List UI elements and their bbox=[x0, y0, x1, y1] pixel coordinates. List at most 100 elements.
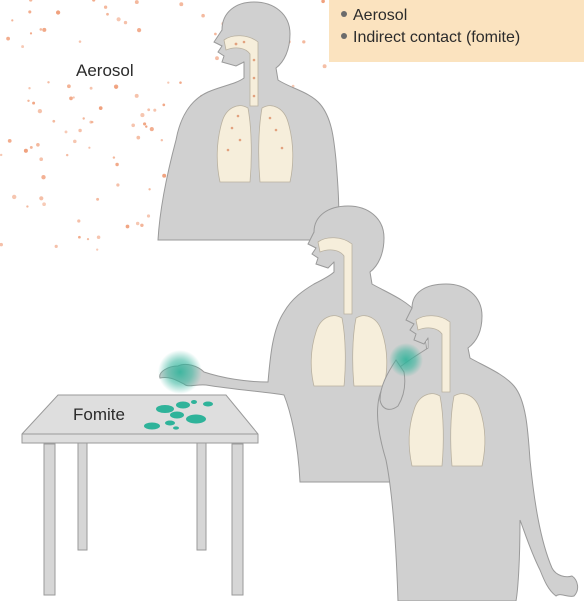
aerosol-droplet bbox=[41, 175, 45, 179]
table-leg bbox=[197, 440, 206, 550]
aerosol-droplet bbox=[69, 97, 73, 101]
aerosol-droplet bbox=[56, 10, 60, 14]
aerosol-droplet bbox=[113, 156, 115, 158]
aerosol-droplet bbox=[66, 154, 68, 156]
aerosol-droplet bbox=[99, 106, 103, 110]
aerosol-droplet bbox=[126, 225, 130, 229]
table-top bbox=[22, 395, 258, 443]
aerosol-droplet bbox=[30, 146, 33, 149]
table-leg bbox=[78, 440, 87, 550]
aerosol-droplet bbox=[27, 100, 29, 102]
aerosol-droplet bbox=[55, 245, 58, 248]
aerosol-droplet bbox=[32, 102, 35, 105]
aerosol-droplet bbox=[135, 94, 139, 98]
aerosol-droplet bbox=[83, 117, 85, 119]
aerosol-droplet bbox=[131, 124, 135, 128]
aerosol-label: Aerosol bbox=[76, 61, 134, 81]
aerosol-droplet bbox=[30, 32, 32, 34]
aerosol-droplet bbox=[78, 236, 81, 239]
aerosol-droplet bbox=[140, 113, 144, 117]
aerosol-droplet bbox=[73, 140, 77, 144]
aerosol-droplet bbox=[302, 40, 305, 43]
aerosol-droplet bbox=[79, 40, 82, 43]
aerosol-droplet bbox=[136, 136, 140, 140]
fomite-label: Fomite bbox=[73, 405, 125, 425]
aerosol-droplet bbox=[65, 130, 68, 133]
aerosol-droplet bbox=[148, 188, 150, 190]
legend-item-fomite: Indirect contact (fomite) bbox=[341, 27, 584, 49]
aerosol-droplet bbox=[96, 248, 98, 250]
aerosol-droplet bbox=[38, 109, 42, 113]
aerosol-droplet bbox=[136, 222, 139, 225]
aerosol-droplet bbox=[153, 109, 156, 112]
aerosol-droplet bbox=[88, 147, 90, 149]
aerosol-droplet bbox=[26, 205, 28, 207]
aerosol-droplet bbox=[321, 0, 325, 3]
aerosol-droplet bbox=[28, 10, 31, 13]
aerosol-droplet bbox=[97, 235, 101, 239]
aerosol-droplet bbox=[96, 198, 99, 201]
aerosol-droplet bbox=[11, 19, 13, 21]
aerosol-droplet bbox=[42, 28, 46, 32]
aerosol-droplet bbox=[114, 85, 118, 89]
aerosol-droplet bbox=[116, 183, 119, 186]
aerosol-droplet bbox=[104, 6, 107, 9]
aerosol-droplet bbox=[147, 214, 150, 217]
aerosol-droplet bbox=[6, 37, 10, 41]
legend-label: Aerosol bbox=[353, 7, 407, 24]
aerosol-droplet bbox=[90, 87, 93, 90]
face-touch-virus bbox=[389, 343, 423, 377]
aerosol-droplet bbox=[323, 64, 327, 68]
aerosol-droplet bbox=[201, 14, 205, 18]
aerosol-droplet bbox=[0, 154, 2, 156]
aerosol-droplet bbox=[8, 139, 12, 143]
aerosol-droplet bbox=[21, 45, 24, 48]
person-top bbox=[158, 2, 339, 240]
aerosol-droplet bbox=[140, 224, 143, 227]
bullet-icon bbox=[341, 33, 347, 39]
aerosol-droplet bbox=[179, 2, 183, 6]
aerosol-droplet bbox=[167, 81, 169, 83]
aerosol-droplet bbox=[214, 33, 217, 36]
aerosol-droplet bbox=[92, 0, 95, 2]
aerosol-droplet bbox=[150, 127, 154, 131]
aerosol-droplet bbox=[28, 87, 30, 89]
bullet-icon bbox=[341, 11, 347, 17]
legend-item-aerosol: Aerosol bbox=[341, 5, 584, 27]
aerosol-droplet bbox=[29, 0, 32, 2]
table-leg bbox=[44, 444, 55, 595]
aerosol-droplet bbox=[36, 143, 40, 147]
aerosol-droplet bbox=[0, 243, 3, 247]
aerosol-droplet bbox=[77, 219, 80, 222]
aerosol-droplet bbox=[87, 238, 89, 240]
aerosol-droplet bbox=[145, 125, 147, 127]
aerosol-droplet bbox=[162, 174, 166, 178]
aerosol-droplet bbox=[137, 28, 141, 32]
aerosol-droplet bbox=[215, 56, 219, 60]
table bbox=[22, 395, 258, 595]
aerosol-droplet bbox=[24, 149, 28, 153]
legend-box: Aerosol Indirect contact (fomite) bbox=[329, 0, 584, 62]
contaminated-hand-virus bbox=[158, 350, 202, 394]
aerosol-droplet bbox=[67, 84, 71, 88]
aerosol-droplet bbox=[135, 0, 139, 4]
aerosol-droplet bbox=[73, 96, 75, 98]
aerosol-droplet bbox=[39, 196, 43, 200]
aerosol-droplet bbox=[162, 104, 165, 107]
aerosol-droplet bbox=[42, 202, 46, 206]
legend-label: Indirect contact (fomite) bbox=[353, 29, 520, 46]
aerosol-droplet bbox=[117, 17, 121, 21]
aerosol-droplet bbox=[78, 129, 81, 132]
aerosol-droplet bbox=[161, 139, 163, 141]
aerosol-droplet bbox=[39, 157, 43, 161]
aerosol-droplet bbox=[179, 81, 182, 84]
aerosol-droplet bbox=[47, 81, 49, 83]
aerosol-droplet bbox=[106, 13, 109, 16]
aerosol-droplet bbox=[89, 121, 92, 124]
aerosol-droplet bbox=[147, 108, 150, 111]
aerosol-droplet bbox=[143, 122, 146, 125]
aerosol-droplet bbox=[12, 195, 16, 199]
aerosol-droplet bbox=[115, 163, 118, 166]
table-leg bbox=[232, 444, 243, 595]
